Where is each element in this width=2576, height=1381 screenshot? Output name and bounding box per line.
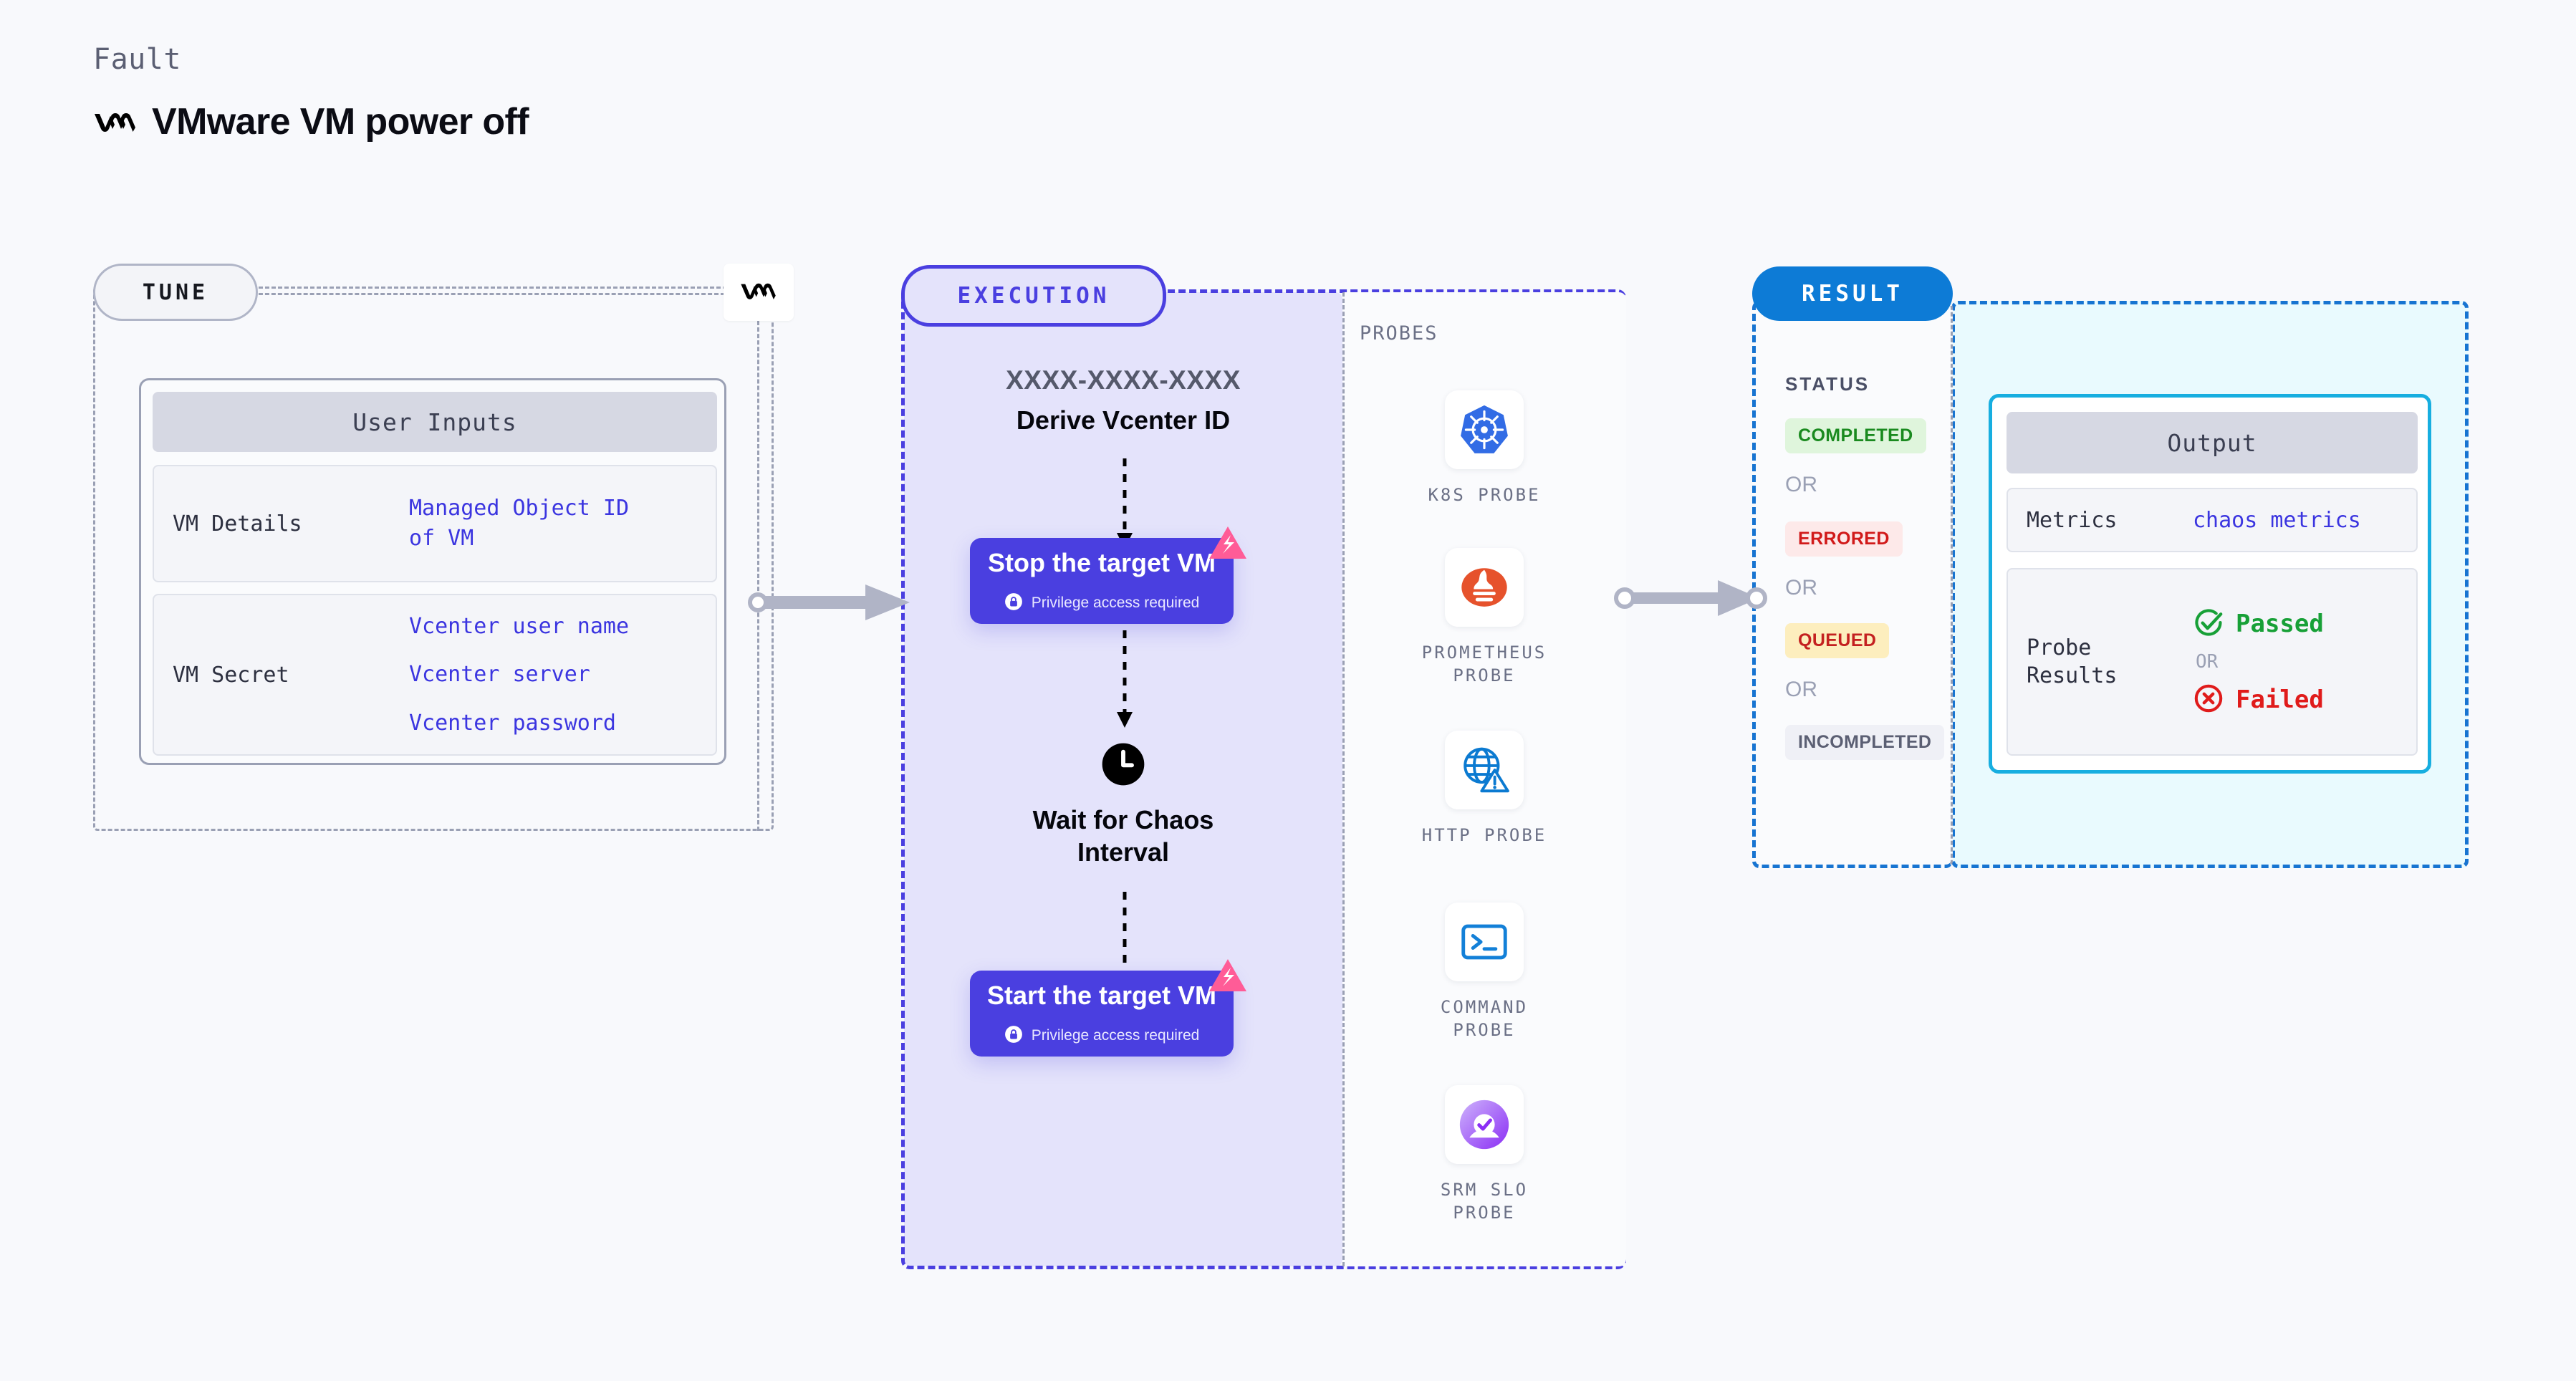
derive-vcenter-id-node: XXXX-XXXX-XXXX Derive Vcenter ID — [904, 365, 1342, 436]
probe-srm-slo-label-line-2: PROBE — [1453, 1203, 1516, 1223]
step-start-sub-text: Privilege access required — [1031, 1027, 1200, 1044]
clock-icon — [1100, 743, 1146, 790]
x-circle-icon — [2193, 683, 2224, 717]
probe-prometheus-label-line-1: PROMETHEUS — [1421, 643, 1547, 663]
wait-label-line-2: Interval — [1077, 837, 1170, 867]
status-or-1: OR — [1785, 473, 1817, 496]
check-circle-icon — [2193, 607, 2224, 641]
status-or-3: OR — [1785, 678, 1817, 701]
vmware-vm-badge — [724, 264, 794, 321]
status-badge-queued: QUEUED — [1785, 623, 1890, 658]
vm-details-value-0: Managed Object ID — [409, 495, 630, 521]
output-header: Output — [2007, 412, 2418, 473]
probe-srm-slo-label: SRM SLO PROBE — [1441, 1178, 1528, 1225]
output-card: Output Metrics chaos metrics Probe Resul… — [1989, 394, 2431, 774]
tune-pill[interactable]: TUNE — [93, 264, 258, 321]
metrics-value: chaos metrics — [2193, 507, 2361, 533]
passed-label: Passed — [2236, 610, 2324, 638]
result-status-panel — [1752, 301, 1953, 868]
lock-icon — [1004, 592, 1023, 615]
probe-results-key: Probe Results — [2008, 634, 2193, 690]
probe-http[interactable]: HTTP PROBE — [1413, 731, 1556, 847]
probe-http-label-line-1: HTTP PROBE — [1421, 825, 1547, 845]
vmware-vm-logo-icon — [739, 279, 778, 307]
tune-connector-vertical — [757, 321, 759, 831]
eyebrow-fault: Fault — [93, 43, 181, 76]
probe-srm-slo-label-line-1: SRM SLO — [1440, 1180, 1529, 1200]
status-badge-errored: ERRORED — [1785, 521, 1903, 557]
execution-pill[interactable]: EXECUTION — [901, 265, 1166, 327]
vm-details-key: VM Details — [173, 511, 302, 536]
command-terminal-icon — [1445, 903, 1524, 981]
probe-results-values: Passed OR Failed — [2193, 607, 2324, 717]
wait-label-line-1: Wait for Chaos — [1032, 805, 1214, 834]
probe-command[interactable]: COMMAND PROBE — [1413, 903, 1556, 1042]
user-inputs-card: User Inputs VM Details Managed Object ID… — [139, 378, 726, 765]
status-or-2: OR — [1785, 576, 1817, 600]
kubernetes-icon — [1445, 390, 1524, 469]
failed-label: Failed — [2236, 685, 2324, 714]
vm-details-values: Managed Object ID of VM — [409, 496, 629, 552]
probe-prometheus-label: PROMETHEUS PROBE — [1422, 641, 1547, 688]
litmus-chaos-icon — [1209, 959, 1246, 991]
probe-prometheus[interactable]: PROMETHEUS PROBE — [1413, 548, 1556, 688]
vm-secret-key: VM Secret — [173, 662, 289, 688]
http-globe-warning-icon — [1445, 731, 1524, 809]
litmus-chaos-icon — [1209, 526, 1246, 559]
connector-execution-to-result — [1614, 580, 1767, 616]
vm-secret-value-2: Vcenter password — [409, 710, 616, 736]
step-start-title: Start the target VM — [986, 980, 1217, 1010]
probe-results-row: Probe Results Passed OR — [2007, 568, 2418, 756]
step-stop-title: Stop the target VM — [987, 547, 1216, 577]
user-inputs-header: User Inputs — [153, 392, 717, 452]
vm-secret-value-1: Vcenter server — [409, 662, 590, 688]
probe-k8s-label: K8S PROBE — [1428, 483, 1540, 506]
connector-tune-to-execution — [748, 584, 910, 620]
vm-secret-row: VM Secret Vcenter user name Vcenter serv… — [153, 594, 717, 756]
probe-result-passed: Passed — [2193, 607, 2324, 641]
lock-icon — [1004, 1025, 1023, 1047]
probe-command-label-line-1: COMMAND — [1440, 997, 1529, 1017]
wait-for-chaos-interval-node: Wait for Chaos Interval — [904, 741, 1342, 868]
probe-results-or: OR — [2196, 651, 2219, 673]
step-start-the-target-vm[interactable]: Start the target VM Privilege access req… — [970, 971, 1234, 1057]
probe-results-key-line-1: Probe — [2027, 635, 2092, 660]
step-stop-subtitle: Privilege access required — [1004, 592, 1200, 615]
vm-details-value-1: of VM — [409, 526, 474, 551]
result-pill[interactable]: RESULT — [1752, 266, 1953, 321]
vm-secret-values: Vcenter user name Vcenter server Vcenter… — [409, 613, 629, 737]
tune-panel — [93, 287, 774, 831]
page-title-row: VMware VM power off — [93, 100, 529, 143]
derive-id-label: Derive Vcenter ID — [1016, 405, 1231, 435]
srm-slo-icon — [1445, 1085, 1524, 1164]
probe-prometheus-label-line-2: PROBE — [1453, 665, 1516, 686]
arrow-stop-to-wait — [1117, 630, 1133, 728]
probe-command-label-line-2: PROBE — [1453, 1020, 1516, 1041]
prometheus-icon — [1445, 548, 1524, 627]
probe-result-failed: Failed — [2193, 683, 2324, 717]
step-stop-the-target-vm[interactable]: Stop the target VM Privilege access requ… — [970, 538, 1234, 624]
metrics-row: Metrics chaos metrics — [2007, 488, 2418, 552]
probe-k8s-label-line-1: K8S PROBE — [1428, 485, 1541, 505]
page-header: Fault VMware VM power off — [93, 43, 529, 143]
probe-command-label: COMMAND PROBE — [1441, 996, 1528, 1042]
probes-label: PROBES — [1360, 322, 1438, 345]
step-stop-sub-text: Privilege access required — [1031, 595, 1200, 611]
wait-label: Wait for Chaos Interval — [904, 804, 1342, 868]
tune-connector-horizontal — [252, 293, 725, 295]
vm-secret-value-0: Vcenter user name — [409, 613, 630, 639]
probe-http-label: HTTP PROBE — [1422, 824, 1547, 847]
page-title: VMware VM power off — [152, 101, 529, 143]
status-badge-completed: COMPLETED — [1785, 418, 1926, 453]
metrics-key: Metrics — [2027, 507, 2118, 533]
vmware-vm-logo-icon — [93, 107, 138, 136]
probe-results-key-line-2: Results — [2027, 663, 2118, 688]
derive-id-mask: XXXX-XXXX-XXXX — [1006, 365, 1241, 395]
status-label: STATUS — [1785, 373, 1870, 395]
probe-srm-slo[interactable]: SRM SLO PROBE — [1413, 1085, 1556, 1225]
step-start-subtitle: Privilege access required — [1004, 1025, 1200, 1047]
probe-k8s[interactable]: K8S PROBE — [1413, 390, 1556, 506]
status-badge-incompleted: INCOMPLETED — [1785, 725, 1945, 760]
vm-details-row: VM Details Managed Object ID of VM — [153, 465, 717, 582]
